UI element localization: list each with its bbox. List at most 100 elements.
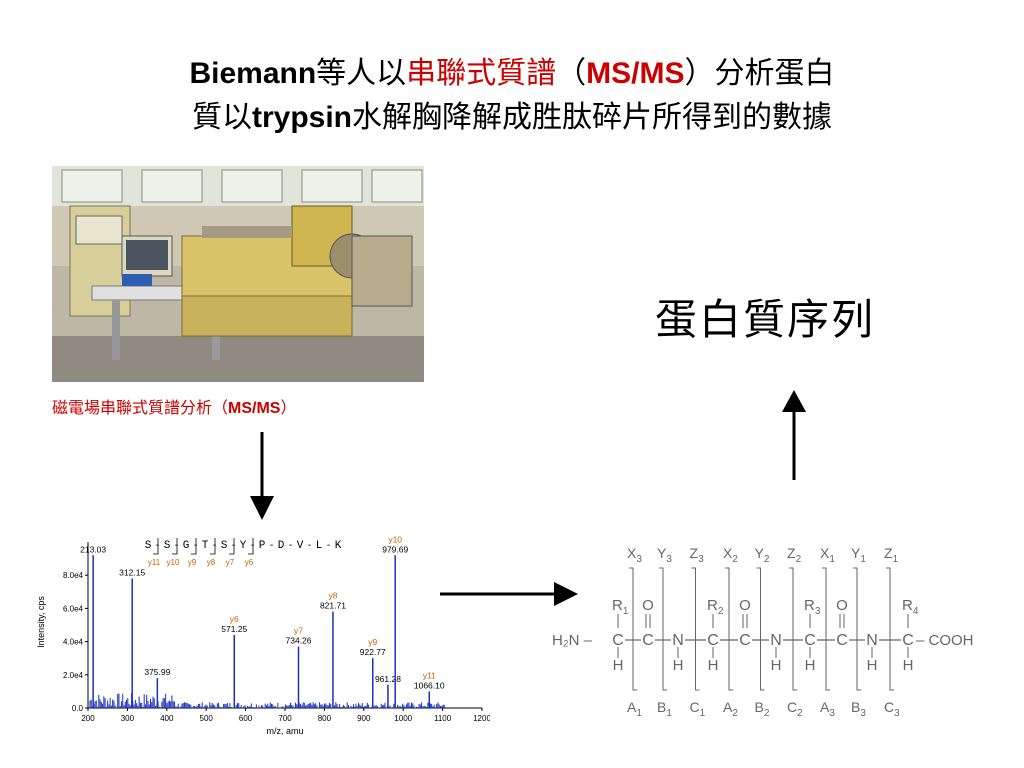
peak-mz-label: 734.26 xyxy=(285,636,311,646)
title-highlight: 串聯式質譜 xyxy=(406,56,557,91)
peptide-residue: T xyxy=(202,540,209,552)
peak-mz-label: 1066.10 xyxy=(414,680,445,690)
y-ion-label: y7 xyxy=(226,558,235,567)
peptide-residue: G xyxy=(183,540,190,552)
x-tick-label: 800 xyxy=(318,714,332,723)
caption-text: 磁電場串聯式質譜分析（ xyxy=(52,398,229,417)
backbone-atom: N xyxy=(672,632,684,649)
arrow-down xyxy=(250,432,274,520)
caption-msms: MS/MS xyxy=(228,400,281,417)
peak-ion-label: y8 xyxy=(328,591,337,601)
y-ion-bracket xyxy=(248,538,254,555)
peptide-bond: - xyxy=(308,540,312,551)
x-tick-label: 1200 xyxy=(473,714,490,723)
backbone-atom: N xyxy=(770,632,782,649)
cleavage-bracket xyxy=(756,567,765,691)
lab-photo-drawing xyxy=(52,166,424,382)
peptide-bond: - xyxy=(289,540,293,551)
backbone-atom: C xyxy=(612,632,624,649)
peak-mz-label: 571.25 xyxy=(221,624,247,634)
fragment-top-label: Z1 xyxy=(884,545,899,565)
noise-peaks xyxy=(89,693,447,708)
h-atom: H xyxy=(903,657,914,674)
backbone-atom: C xyxy=(642,632,654,649)
r-group: R1 xyxy=(612,597,629,617)
peptide-residue: S xyxy=(221,540,228,552)
y-ion-label: y11 xyxy=(148,558,161,567)
fragment-top-label: X3 xyxy=(627,545,642,565)
x-tick-label: 300 xyxy=(121,714,135,723)
peak-ion-label: y10 xyxy=(388,534,402,544)
backbone-atom: C xyxy=(739,632,751,649)
backbone-atom: N xyxy=(866,632,878,649)
y-axis-label: Intensity, cps xyxy=(36,596,46,648)
x-tick-label: 400 xyxy=(160,714,174,723)
peptide-residue: V xyxy=(297,540,304,552)
peptide-bond: - xyxy=(327,540,331,551)
peptide-residue: P xyxy=(259,540,266,552)
peak-mz-label: 821.71 xyxy=(320,601,346,611)
fragment-top-label: Z3 xyxy=(690,545,705,565)
caption-close: ） xyxy=(280,398,297,417)
backbone-atom: C xyxy=(902,632,914,649)
peptide-residue: S xyxy=(145,540,152,552)
y-ion-bracket xyxy=(153,538,159,555)
fragment-top-label: X2 xyxy=(723,545,738,565)
x-axis-label: m/z, amu xyxy=(266,726,303,736)
backbone-atom: C xyxy=(707,632,719,649)
title-text-1: 等人以 xyxy=(316,56,407,91)
h-atom: H xyxy=(708,657,719,674)
amide-h: H xyxy=(771,657,782,674)
peptide-sequence: S-S-G-T-S-Y-P-D-V-L-K xyxy=(145,540,342,552)
x-tick-label: 1100 xyxy=(434,714,452,723)
peptide-residue: S xyxy=(164,540,171,552)
x-tick-label: 1000 xyxy=(394,714,412,723)
title-paren-close: ） xyxy=(684,56,715,91)
peak-mz-label: 312.15 xyxy=(119,568,145,578)
fragment-bottom-label: A3 xyxy=(820,699,835,719)
fragment-top-label: X1 xyxy=(820,545,835,565)
peptide-bond: - xyxy=(270,540,274,551)
y-tick-label: 6.0e4 xyxy=(63,604,84,613)
carbonyl-oxygen: O xyxy=(836,597,848,614)
title-text-3: 質以 xyxy=(191,100,252,135)
protein-sequence-label: 蛋白質序列 xyxy=(655,295,876,344)
peptide-residue: L xyxy=(316,540,323,552)
fragment-bottom-label: C2 xyxy=(787,699,803,719)
fragment-bottom-label: C3 xyxy=(884,699,900,719)
fragment-bottom-label: B1 xyxy=(657,699,672,719)
x-tick-label: 200 xyxy=(81,714,95,723)
y-ion-bracket xyxy=(229,538,235,555)
title-msms: MS/MS xyxy=(586,57,685,90)
y-ion-bracket xyxy=(210,538,216,555)
peak-mz-label: 213.03 xyxy=(80,544,106,554)
peptide-residue: Y xyxy=(240,540,247,552)
fragment-top-label: Y1 xyxy=(851,545,866,565)
title-text-2: 分析蛋白 xyxy=(714,56,835,91)
title-biemann: Biemann xyxy=(189,57,317,90)
cleavage-bracket xyxy=(725,567,733,691)
x-tick-label: 600 xyxy=(239,714,253,723)
cleavage-bracket xyxy=(629,567,637,691)
title-text-4: 水解胸降解成胜肽碎片所得到的數據 xyxy=(352,100,833,135)
peak-mz-label: 961.28 xyxy=(375,674,401,684)
h-atom: H xyxy=(613,657,624,674)
r-group: R3 xyxy=(804,597,821,617)
fragment-top-label: Z2 xyxy=(787,545,802,565)
peak-mz-label: 922.77 xyxy=(360,647,386,657)
peak-ion-label: y9 xyxy=(368,637,377,647)
r-group: R2 xyxy=(707,597,724,617)
y-tick-label: 2.0e4 xyxy=(63,671,84,680)
cleavage-bracket xyxy=(789,567,797,691)
peak-mz-label: 375.99 xyxy=(144,667,170,677)
peptide-residue: D xyxy=(278,540,285,552)
fragment-bottom-label: C1 xyxy=(690,699,706,719)
cleavage-bracket xyxy=(659,567,667,691)
y-ion-label: y8 xyxy=(207,558,216,567)
